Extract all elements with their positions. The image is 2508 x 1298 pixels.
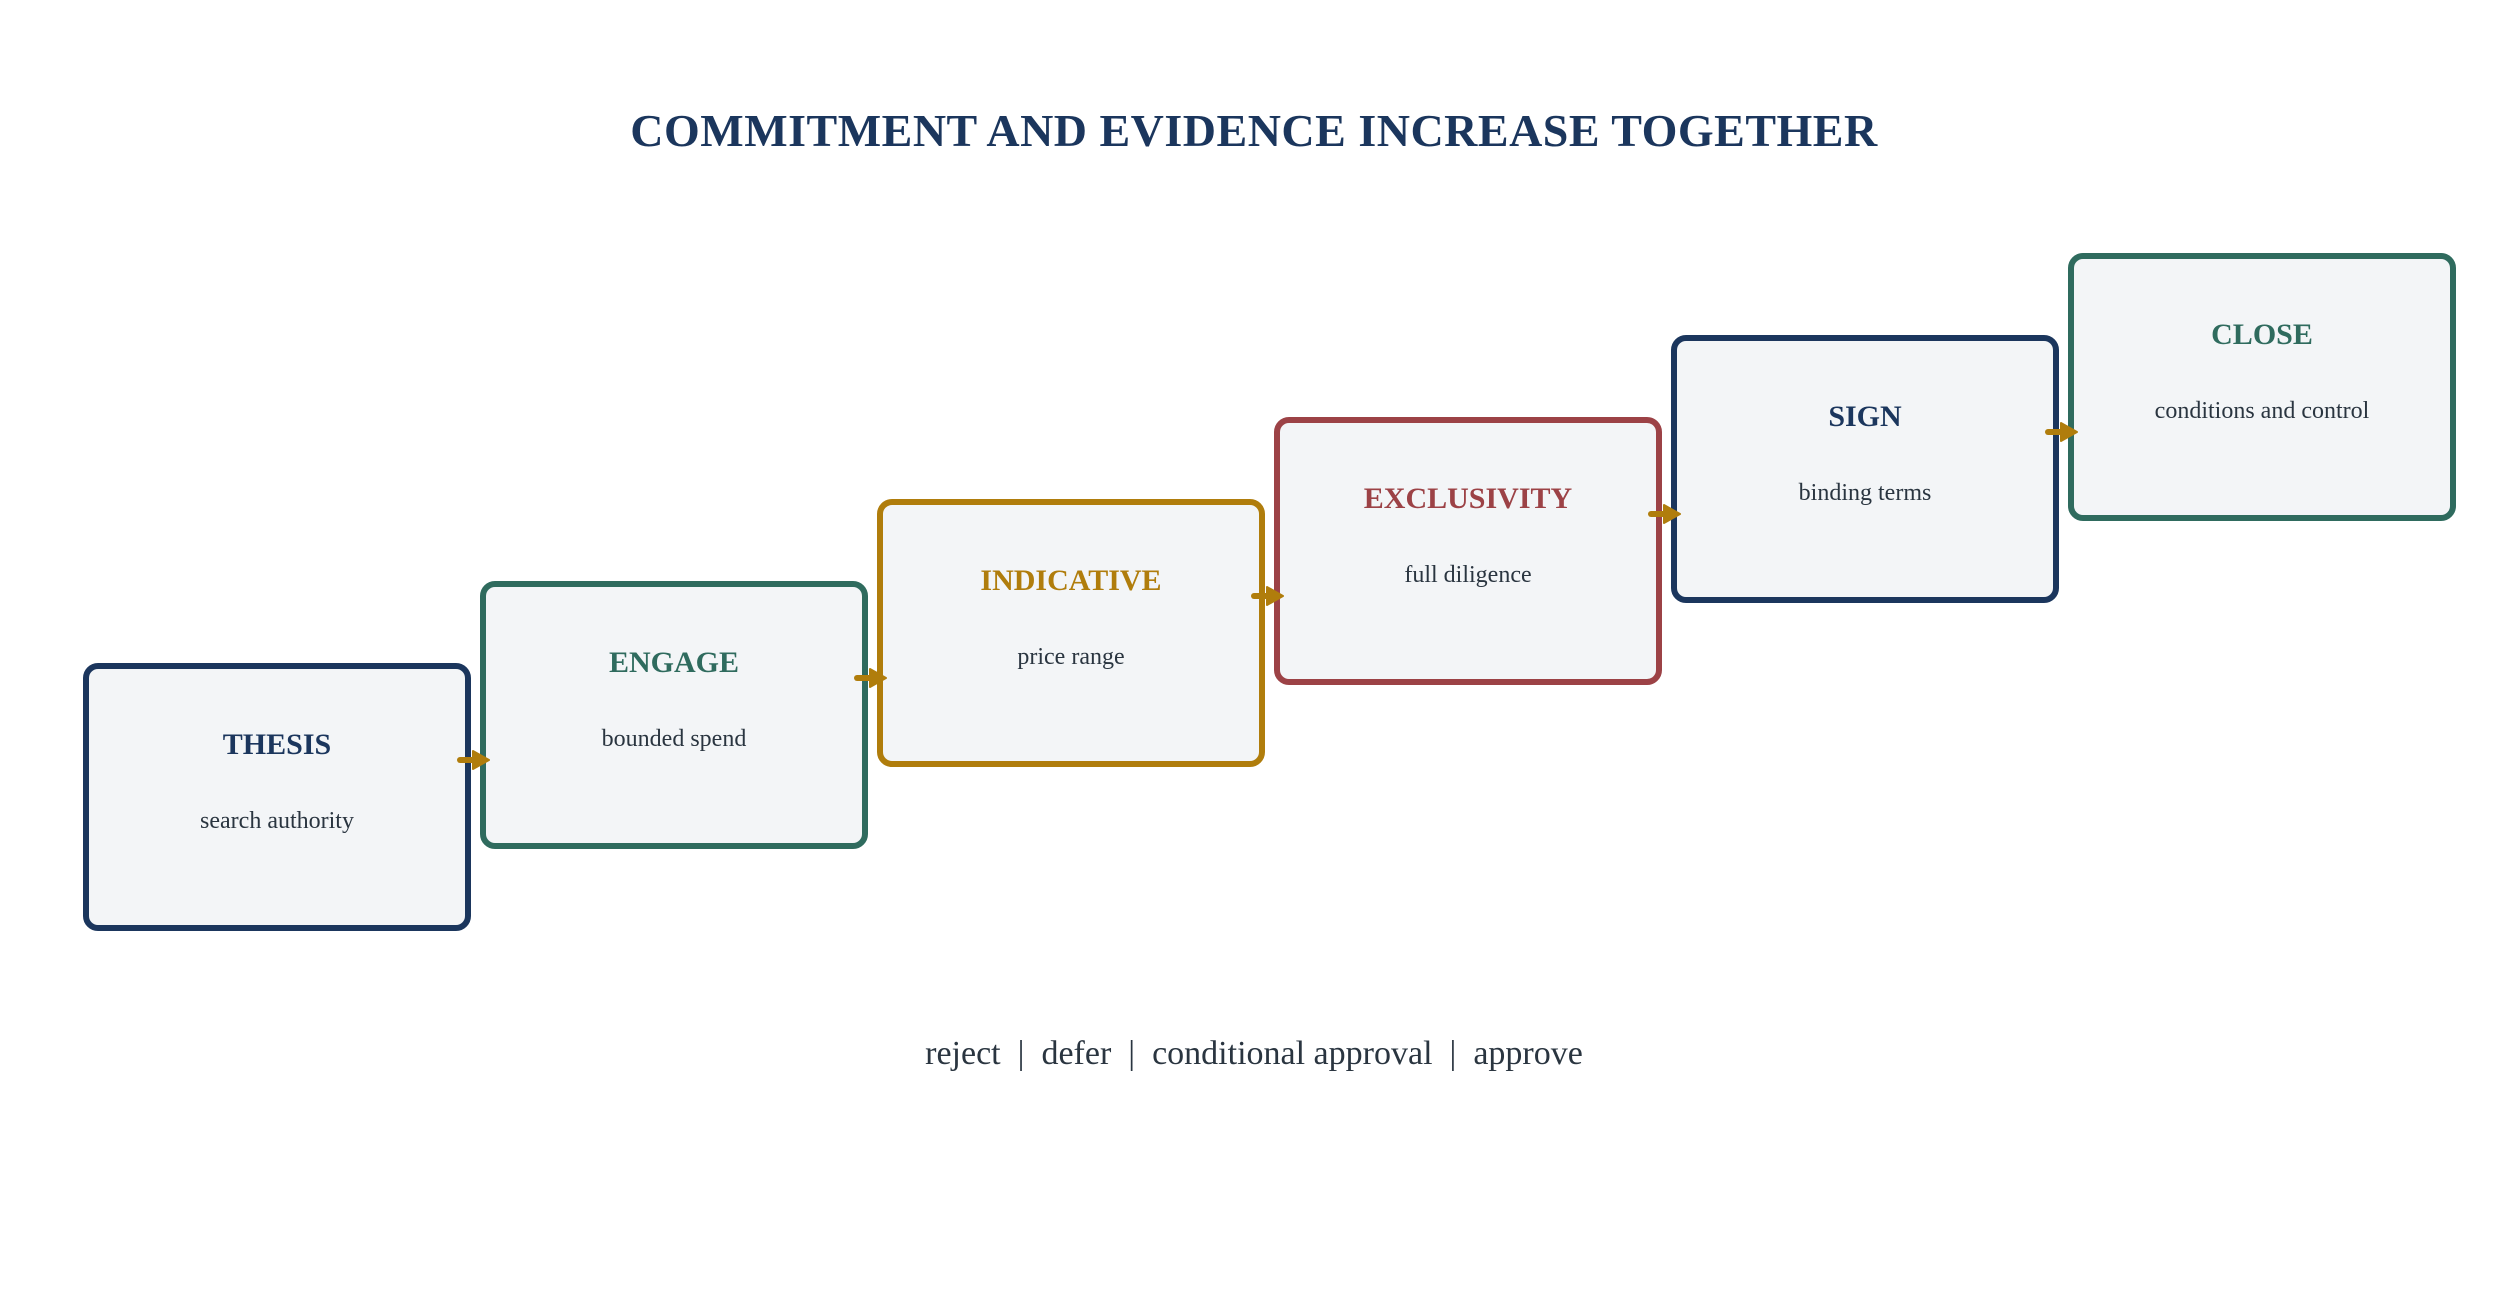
step-box-sign xyxy=(1671,335,2059,603)
step-label: INDICATIVE xyxy=(980,564,1161,597)
step-box-indicative xyxy=(877,499,1265,767)
step-box-thesis xyxy=(83,663,471,931)
step-label: CLOSE xyxy=(2211,318,2313,351)
decision-option: approve xyxy=(1473,1035,1583,1072)
arrow-icon xyxy=(1648,504,1681,524)
decision-option: defer xyxy=(1041,1035,1112,1072)
step-exclusivity: EXCLUSIVITY full diligence xyxy=(1274,417,1662,685)
step-description: search authority xyxy=(200,808,354,834)
step-label: SIGN xyxy=(1828,400,1902,433)
separator: | xyxy=(1001,1035,1042,1072)
step-indicative: INDICATIVE price range xyxy=(877,499,1265,767)
step-box-exclusivity xyxy=(1274,417,1662,685)
step-description: bounded spend xyxy=(602,726,747,752)
decision-options: reject | defer | conditional approval | … xyxy=(925,1035,1583,1072)
step-description: conditions and control xyxy=(2155,398,2370,424)
step-label: THESIS xyxy=(223,728,331,761)
step-description: price range xyxy=(1017,644,1124,670)
arrow-icon xyxy=(1251,586,1284,606)
step-sign: SIGN binding terms xyxy=(1671,335,2059,603)
step-thesis: THESIS search authority xyxy=(83,663,471,931)
arrow-icon xyxy=(854,668,887,688)
steps-group: THESIS search authority ENGAGE bounded spen… xyxy=(83,253,2456,931)
arrow-icon xyxy=(457,750,490,770)
arrows-group xyxy=(457,422,2078,770)
step-label: EXCLUSIVITY xyxy=(1364,482,1573,515)
separator: | xyxy=(1433,1035,1474,1072)
step-description: full diligence xyxy=(1404,562,1531,588)
separator: | xyxy=(1111,1035,1152,1072)
decision-option: conditional approval xyxy=(1152,1035,1432,1072)
diagram-title: COMMITMENT AND EVIDENCE INCREASE TOGETHE… xyxy=(630,105,1878,156)
step-box-close xyxy=(2068,253,2456,521)
step-description: binding terms xyxy=(1799,480,1932,506)
step-close: CLOSE conditions and control xyxy=(2068,253,2456,521)
decision-option: reject xyxy=(925,1035,1001,1072)
step-engage: ENGAGE bounded spend xyxy=(480,581,868,849)
step-label: ENGAGE xyxy=(609,646,739,679)
arrow-icon xyxy=(2045,422,2078,442)
step-box-engage xyxy=(480,581,868,849)
